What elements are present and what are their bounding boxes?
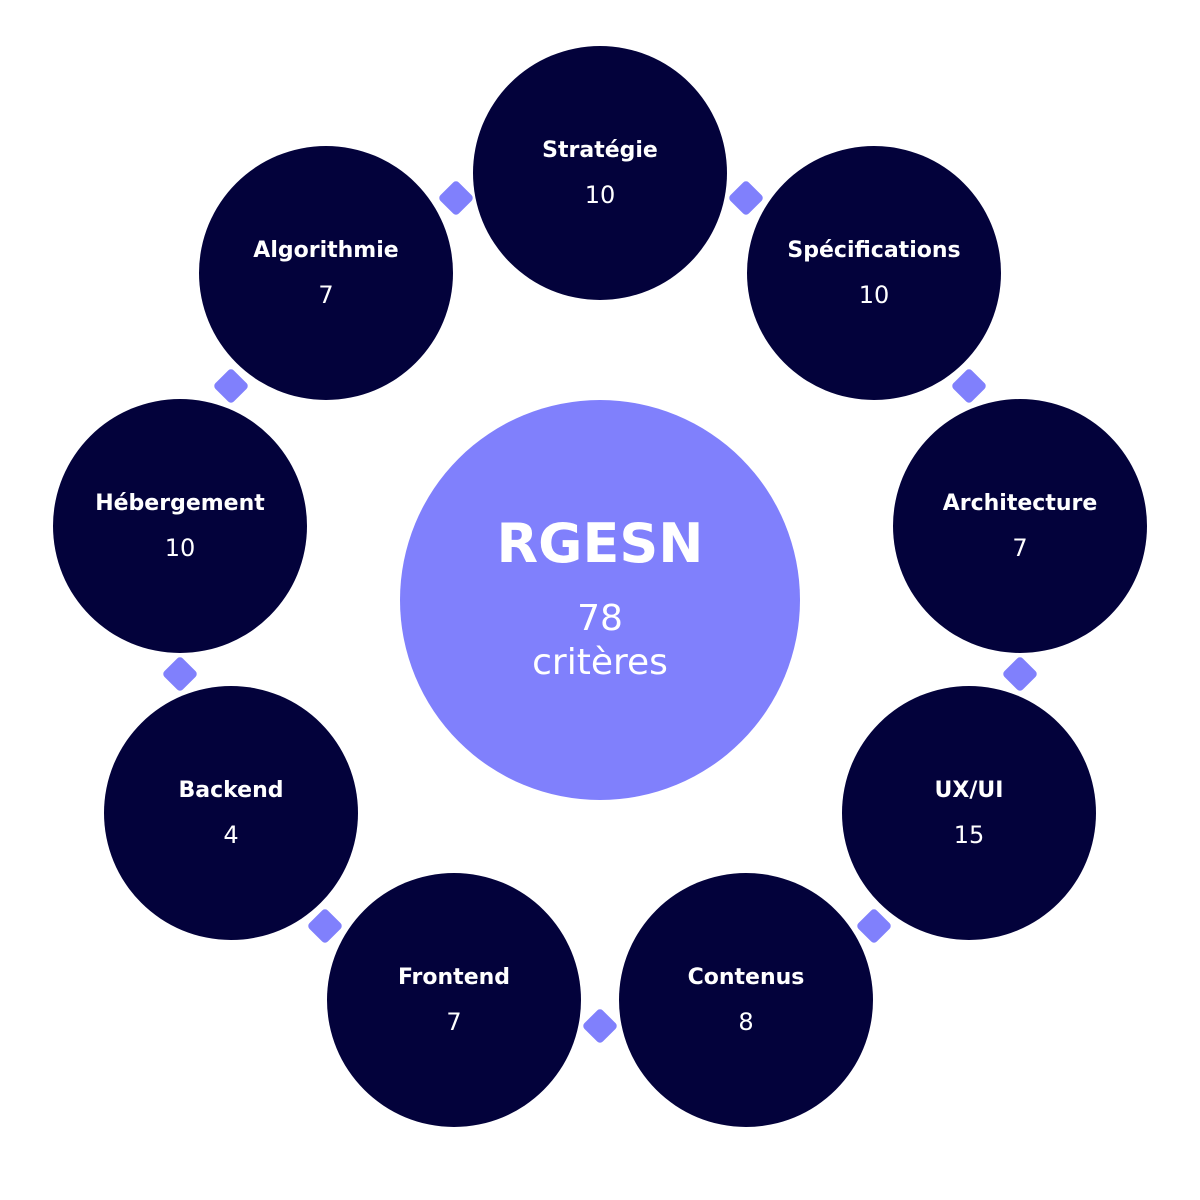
- category-count: 10: [584, 181, 616, 209]
- category-count: 7: [318, 281, 334, 309]
- category-count: 10: [858, 281, 890, 309]
- category-node-frontend: Frontend 7: [327, 873, 581, 1127]
- connector-diamond: [855, 907, 893, 945]
- category-node-strategie: Stratégie 10: [473, 46, 727, 300]
- category-count: 4: [223, 821, 239, 849]
- center-title: RGESN: [496, 512, 704, 575]
- connector-diamond: [306, 907, 344, 945]
- connector-diamond: [161, 655, 199, 693]
- category-label: Algorithmie: [253, 238, 399, 263]
- category-count: 7: [446, 1008, 462, 1036]
- category-count: 8: [738, 1008, 754, 1036]
- connector-diamond: [950, 367, 988, 405]
- category-count: 7: [1012, 534, 1028, 562]
- category-label: Stratégie: [542, 138, 658, 163]
- category-label: Spécifications: [787, 238, 961, 263]
- category-node-algorithmie: Algorithmie 7: [199, 146, 453, 400]
- connector-diamond: [581, 1007, 619, 1045]
- category-label: Contenus: [687, 965, 805, 990]
- center-unit: critères: [532, 642, 668, 683]
- category-node-specifications: Spécifications 10: [747, 146, 1001, 400]
- category-count: 10: [164, 534, 196, 562]
- connector-diamond: [437, 179, 475, 217]
- center-count: 78: [577, 598, 623, 639]
- connector-diamond: [1001, 655, 1039, 693]
- category-node-contenus: Contenus 8: [619, 873, 873, 1127]
- category-count: 15: [953, 821, 985, 849]
- category-label: Hébergement: [95, 491, 265, 516]
- category-node-architecture: Architecture 7: [893, 399, 1147, 653]
- category-node-backend: Backend 4: [104, 686, 358, 940]
- category-node-hebergement: Hébergement 10: [53, 399, 307, 653]
- category-node-ux-ui: UX/UI 15: [842, 686, 1096, 940]
- connector-diamond: [727, 179, 765, 217]
- category-label: Architecture: [942, 491, 1098, 516]
- category-label: Frontend: [397, 965, 511, 990]
- center-circle: RGESN 78 critères: [400, 400, 800, 800]
- connector-diamond: [212, 367, 250, 405]
- category-label: Backend: [178, 778, 284, 803]
- category-label: UX/UI: [934, 778, 1004, 803]
